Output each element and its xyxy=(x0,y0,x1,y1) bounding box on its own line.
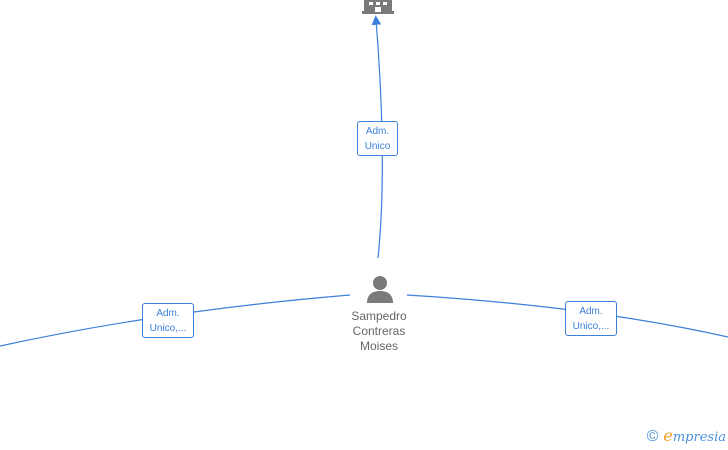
person-name-line-1: Sampedro xyxy=(351,309,407,323)
role-badge-top-line1: Adm. xyxy=(365,126,390,137)
role-badge-right-line2: Unico,... xyxy=(572,321,610,332)
role-badge-left-line1: Adm. xyxy=(156,308,180,319)
person-icon[interactable] xyxy=(365,274,395,304)
role-badge-top[interactable]: Adm. Unico xyxy=(357,121,398,156)
person-name[interactable]: Sampedro Contreras Moises xyxy=(319,309,439,354)
brand-logo-initial: e xyxy=(663,426,673,445)
brand-logo[interactable]: empresia xyxy=(663,428,726,446)
person-name-line-2: Contreras xyxy=(352,324,406,338)
person-name-line-3: Moises xyxy=(359,339,398,353)
role-badge-right[interactable]: Adm. Unico,... xyxy=(565,301,617,336)
role-badge-right-line1: Adm. xyxy=(579,306,603,317)
role-badge-top-line2: Unico xyxy=(364,141,391,152)
copyright-icon: © xyxy=(646,428,659,445)
brand-logo-text: mpresia xyxy=(672,430,726,445)
role-badge-left-line2: Unico,... xyxy=(149,323,187,334)
building-icon[interactable] xyxy=(362,0,394,14)
brand-footer: © empresia xyxy=(647,428,726,446)
role-badge-left[interactable]: Adm. Unico,... xyxy=(142,303,194,338)
